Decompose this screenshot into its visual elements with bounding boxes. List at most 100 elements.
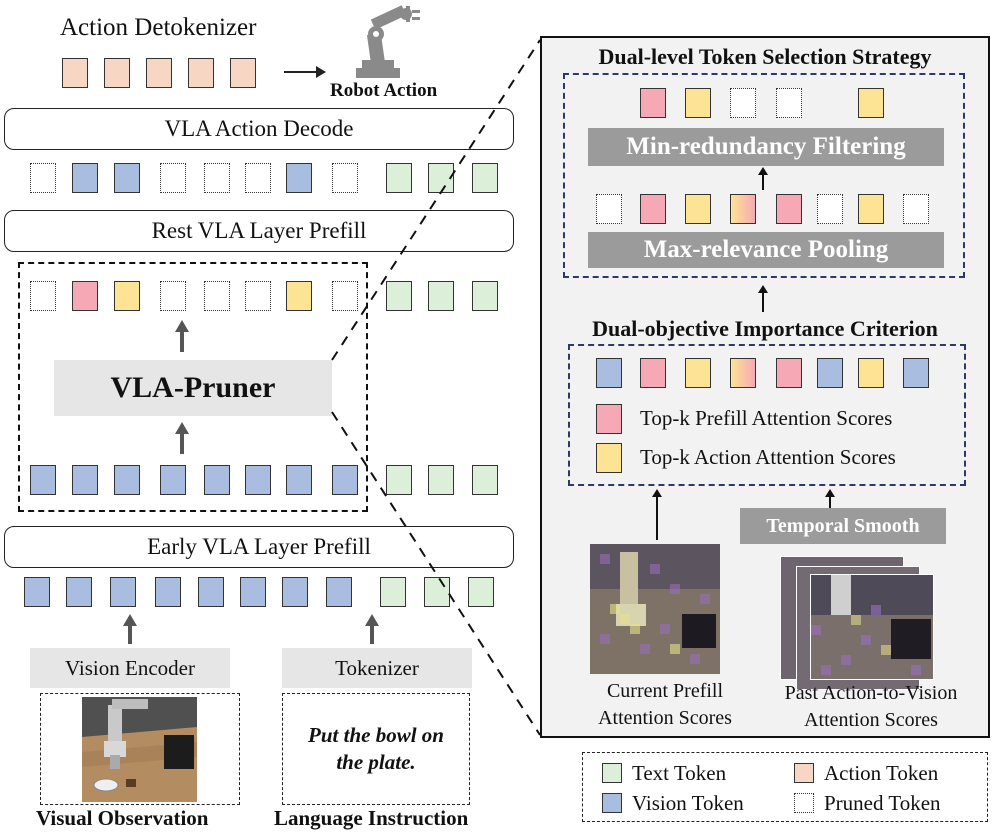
arrow-right-icon xyxy=(284,66,326,78)
text-token xyxy=(380,577,406,607)
pruned-token xyxy=(903,194,929,224)
prefill-selected-token xyxy=(776,358,802,388)
vision-encoder-block: Vision Encoder xyxy=(30,648,230,688)
action-selected-token xyxy=(858,88,884,118)
vision-token-swatch xyxy=(602,793,622,813)
action-selected-token xyxy=(858,194,884,224)
action-token xyxy=(188,58,214,88)
action-token-label: Action Token xyxy=(824,761,939,785)
vision-token xyxy=(286,465,312,495)
action-token xyxy=(230,58,256,88)
robot-arm-icon xyxy=(356,5,420,78)
past-heatmap-front xyxy=(810,574,934,680)
action-selected-token xyxy=(114,281,140,311)
past-action-vision-label: Past Action-to-Vision Attention Scores xyxy=(784,682,958,731)
pruned-token-label: Pruned Token xyxy=(824,791,941,815)
min-redundancy-bar: Min-redundancy Filtering xyxy=(588,128,944,166)
vision-token xyxy=(282,577,308,607)
action-legend-label: Top-k Action Attention Scores xyxy=(640,445,896,469)
pruned-token xyxy=(332,281,358,311)
action-token xyxy=(146,58,172,88)
text-token xyxy=(468,577,494,607)
robot-action-label: Robot Action xyxy=(330,80,438,101)
text-token xyxy=(386,163,412,193)
prefill-legend-label: Top-k Prefill Attention Scores xyxy=(640,406,893,430)
arrow-up-icon xyxy=(758,167,768,190)
importance-criterion-box xyxy=(568,344,966,486)
arrow-up-icon xyxy=(123,614,137,644)
vision-token xyxy=(155,577,181,607)
text-token xyxy=(386,281,412,311)
pruned-token xyxy=(204,281,230,311)
pruned-token xyxy=(204,163,230,193)
text-token xyxy=(428,465,454,495)
pruner-title: VLA-Pruner xyxy=(54,360,332,416)
pruned-token xyxy=(596,194,622,224)
action-decode-block: VLA Action Decode xyxy=(4,108,514,150)
vision-token xyxy=(596,358,622,388)
mixed-selected-token xyxy=(730,194,756,224)
action-selected-token xyxy=(286,281,312,311)
max-relevance-bar: Max-relevance Pooling xyxy=(588,232,944,268)
pruned-token xyxy=(160,163,186,193)
pruned-token xyxy=(332,163,358,193)
action-token xyxy=(104,58,130,88)
token-legend xyxy=(582,752,988,822)
language-instruction-label: Language Instruction xyxy=(274,806,469,830)
vision-token xyxy=(72,163,98,193)
vision-token xyxy=(286,163,312,193)
action-selected-token xyxy=(685,194,711,224)
action-selected-token xyxy=(685,88,711,118)
rest-prefill-block: Rest VLA Layer Prefill xyxy=(4,210,514,252)
text-token xyxy=(472,465,498,495)
pruned-token xyxy=(730,88,756,118)
pruned-token xyxy=(245,163,271,193)
pruned-token-swatch xyxy=(794,793,814,813)
visual-observation-label: Visual Observation xyxy=(36,806,209,830)
prefill-legend-swatch xyxy=(596,404,622,434)
mixed-selected-token xyxy=(730,358,756,388)
prefill-selected-token xyxy=(776,194,802,224)
arrow-up-icon xyxy=(175,320,189,352)
vision-token xyxy=(245,465,271,495)
action-selected-token xyxy=(858,358,884,388)
visual-observation-frame xyxy=(40,693,240,805)
selection-strategy-box xyxy=(563,73,965,278)
vision-token xyxy=(817,358,843,388)
vision-token xyxy=(114,465,140,495)
vision-token-label: Vision Token xyxy=(632,791,744,815)
vision-token xyxy=(30,465,56,495)
text-token-swatch xyxy=(602,763,622,783)
robot-scene-image xyxy=(82,697,197,802)
action-token xyxy=(62,58,88,88)
instruction-text: Put the bowl on the plate. xyxy=(308,723,444,774)
arrow-up-icon xyxy=(758,285,768,312)
vision-token xyxy=(903,358,929,388)
pruned-token xyxy=(245,281,271,311)
pruned-token xyxy=(160,281,186,311)
vision-token xyxy=(66,577,92,607)
tokenizer-block: Tokenizer xyxy=(282,648,472,688)
vision-token xyxy=(198,577,224,607)
action-legend-swatch xyxy=(596,443,622,473)
text-token xyxy=(472,163,498,193)
action-token-swatch xyxy=(794,763,814,783)
vision-token xyxy=(326,577,352,607)
arrow-up-icon xyxy=(652,489,662,540)
action-selected-token xyxy=(685,358,711,388)
strategy-title: Dual-level Token Selection Strategy xyxy=(598,44,932,69)
arrow-up-icon xyxy=(175,422,189,454)
prefill-selected-token xyxy=(640,194,666,224)
prefill-selected-token xyxy=(640,88,666,118)
vision-token xyxy=(72,465,98,495)
current-prefill-label: Current Prefill Attention Scores xyxy=(598,680,732,729)
action-detokenizer-label: Action Detokenizer xyxy=(60,14,257,41)
pruned-token xyxy=(817,194,843,224)
text-token xyxy=(428,281,454,311)
arrow-up-icon xyxy=(365,614,379,644)
pruned-token xyxy=(30,281,56,311)
vision-token xyxy=(24,577,50,607)
pruner-box xyxy=(18,262,368,512)
pruned-token xyxy=(776,88,802,118)
